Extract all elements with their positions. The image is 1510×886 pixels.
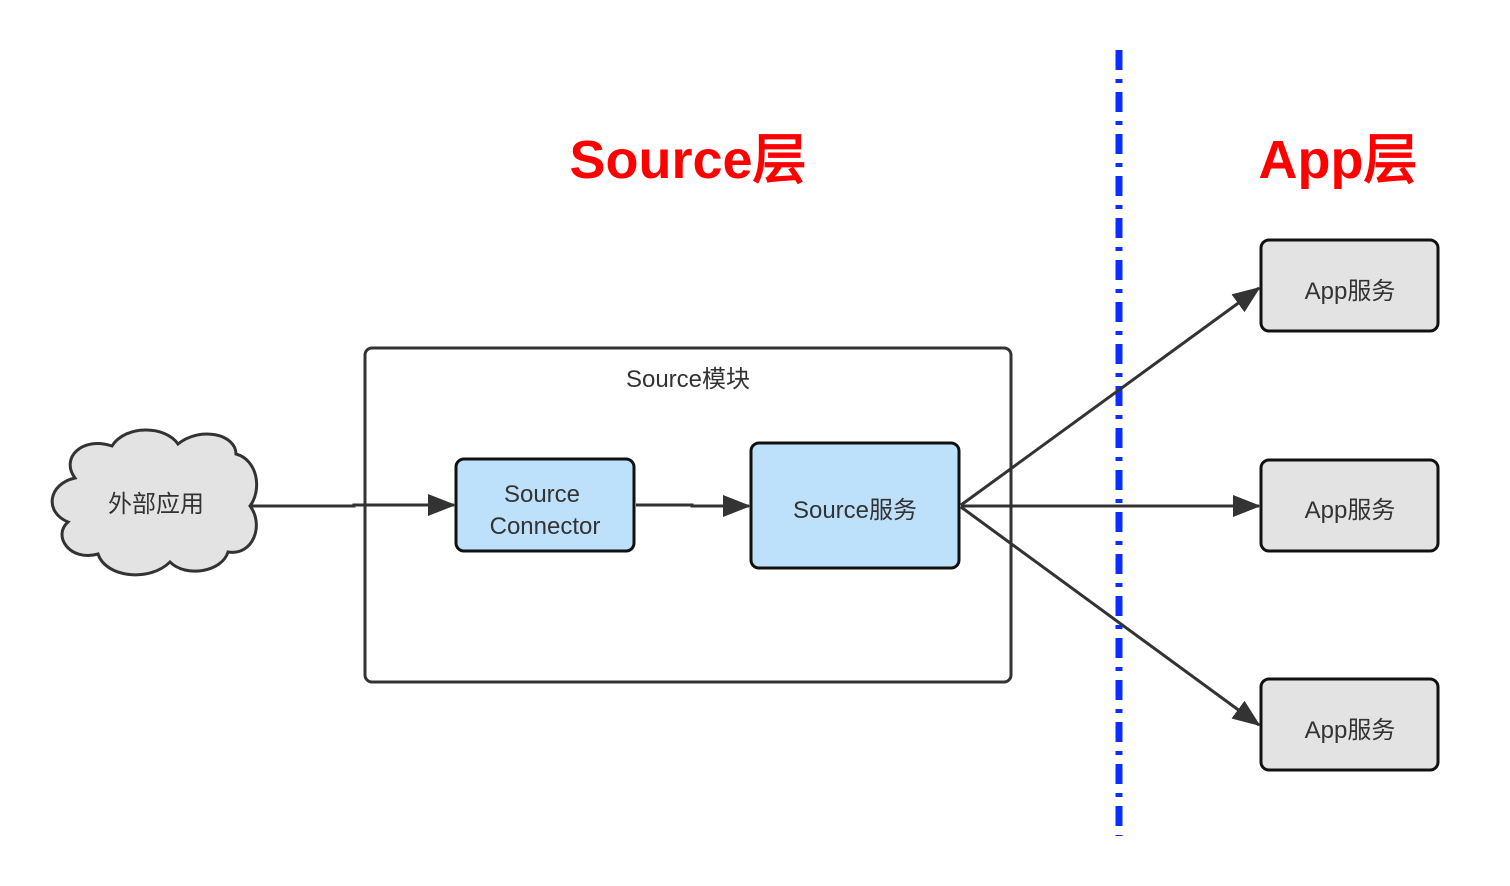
app-service-node: App服务	[1259, 458, 1440, 553]
arrow-external-to-connector	[252, 494, 456, 516]
source-module-container	[363, 346, 1013, 684]
app-service-label: App服务	[1305, 278, 1396, 305]
source-layer-title: Source层	[569, 130, 806, 190]
source-connector-box	[454, 457, 636, 553]
app-service-box	[1259, 238, 1440, 333]
app-service-label: App服务	[1305, 497, 1396, 524]
external-app-node: 外部应用	[50, 428, 259, 577]
app-service-box	[1259, 458, 1440, 553]
source-service-box	[749, 441, 961, 570]
app-service-node: App服务	[1259, 677, 1440, 772]
app-service-label: App服务	[1305, 717, 1396, 744]
source-connector-node: Source Connector	[454, 457, 636, 553]
source-service-node: Source服务	[749, 441, 961, 570]
app-service-node: App服务	[1259, 238, 1440, 333]
app-service-box	[1259, 677, 1440, 772]
arrow-service-to-app-top	[960, 286, 1261, 507]
arrow-service-to-app-bottom	[960, 505, 1261, 727]
cloud-shape	[50, 428, 259, 577]
external-app-label: 外部应用	[108, 491, 204, 518]
app-layer-title: App层	[1259, 130, 1418, 190]
source-service-label: Source服务	[793, 497, 917, 524]
source-module-label: Source模块	[626, 366, 750, 393]
arrow-connector-to-service	[636, 495, 751, 517]
source-connector-label-line2: Connector	[490, 513, 601, 540]
source-connector-label-line1: Source	[504, 481, 580, 508]
